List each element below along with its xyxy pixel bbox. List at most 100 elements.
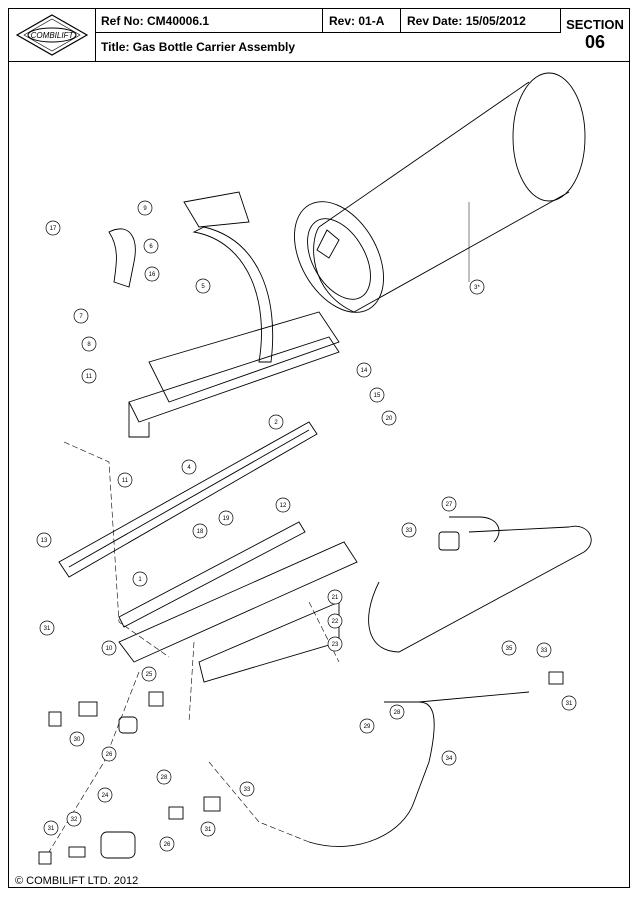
balloon-circle: [81, 368, 97, 384]
balloon-label: 22: [332, 619, 339, 625]
balloon-circle: [97, 787, 113, 803]
balloon-circle: [561, 695, 577, 711]
balloon-circle: [101, 746, 117, 762]
balloon-circle: [239, 781, 255, 797]
balloon-circle: [81, 336, 97, 352]
balloon-label: 5: [201, 284, 205, 290]
section-number: 06: [584, 32, 606, 52]
balloon-circle: [389, 704, 405, 720]
balloon-circle: [66, 811, 82, 827]
balloon-label: 10: [106, 646, 113, 652]
balloon-circle: [39, 620, 55, 636]
balloon-circle: [101, 640, 117, 656]
revision-date: Rev Date: 15/05/2012: [401, 9, 561, 33]
balloon-circle: [36, 532, 52, 548]
leader-lines: [48, 441, 340, 853]
title-block: COMBILIFT Ref No: CM40006.1 Rev: 01-A Re…: [9, 9, 629, 61]
balloon-label: 18: [197, 529, 204, 535]
fittings: [38, 531, 564, 865]
balloon-circle: [536, 642, 552, 658]
svg-text:COMBILIFT: COMBILIFT: [31, 31, 75, 40]
balloon-circle: [359, 718, 375, 734]
copyright: © COMBILIFT LTD. 2012: [15, 875, 138, 887]
balloon-label: 21: [332, 595, 339, 601]
section-label: SECTION: [566, 17, 624, 32]
balloon-label: 32: [71, 817, 78, 823]
drawing-title: Title: Gas Bottle Carrier Assembly: [101, 40, 296, 54]
balloon-label: 25: [146, 672, 153, 678]
balloon-label: 14: [361, 368, 368, 374]
ref-number: Ref No: CM40006.1: [95, 9, 323, 33]
balloon-label: 35: [506, 646, 513, 652]
balloon-label: 28: [161, 775, 168, 781]
balloon-label: 4: [187, 465, 191, 471]
balloon-circle: [117, 472, 133, 488]
balloon-circle: [156, 769, 172, 785]
balloon-label: 28: [394, 710, 401, 716]
balloon-circle: [195, 278, 211, 294]
balloon-circle: [327, 589, 343, 605]
balloon-circle: [356, 362, 372, 378]
balloon-circle: [327, 636, 343, 652]
balloon-label: 31: [44, 626, 51, 632]
section-box: SECTION 06: [561, 9, 629, 61]
drawing-sheet: COMBILIFT Ref No: CM40006.1 Rev: 01-A Re…: [8, 8, 630, 888]
balloon-label: 26: [164, 842, 171, 848]
balloon-label: 19: [223, 516, 230, 522]
balloon-label: 24: [102, 793, 109, 799]
header-divider: [9, 61, 629, 62]
balloon-circle: [268, 414, 284, 430]
gas-hoses: [308, 516, 592, 847]
balloon-label: 27: [446, 502, 453, 508]
balloon-circle: [469, 279, 485, 295]
balloon-label: 9: [143, 206, 147, 212]
revision: Rev: 01-A: [323, 9, 401, 33]
balloon-label: 2: [274, 420, 278, 426]
balloon-label: 33: [541, 648, 548, 654]
balloon-circle: [441, 750, 457, 766]
balloon-label: 7: [79, 314, 83, 320]
balloon-circle: [441, 496, 457, 512]
balloon-circle: [45, 220, 61, 236]
balloon-circle: [144, 266, 160, 282]
balloon-circle: [73, 308, 89, 324]
balloon-label: 20: [386, 416, 393, 422]
balloon-label: 31: [48, 826, 55, 832]
balloon-label: 11: [86, 374, 93, 380]
balloon-circle: [159, 836, 175, 852]
balloon-label: 3*: [474, 285, 480, 291]
balloon-circle: [401, 522, 417, 538]
balloon-label: 13: [41, 538, 48, 544]
carrier-bracket: [108, 191, 340, 438]
balloon-label: 15: [374, 393, 381, 399]
balloon-label: 6: [149, 244, 153, 250]
balloon-label: 17: [50, 226, 57, 232]
balloon-label: 29: [364, 724, 371, 730]
balloon-label: 30: [74, 737, 81, 743]
balloon-label: 33: [244, 787, 251, 793]
balloon-circle: [327, 613, 343, 629]
balloon-circle: [132, 571, 148, 587]
balloon-circle: [381, 410, 397, 426]
balloon-label: 1: [138, 577, 142, 583]
balloon-circle: [141, 666, 157, 682]
balloon-label: 11: [122, 478, 129, 484]
balloon-circle: [275, 497, 291, 513]
balloon-label: 26: [106, 752, 113, 758]
balloon-circle: [181, 459, 197, 475]
balloon-label: 31: [566, 701, 573, 707]
balloon-circle: [143, 238, 159, 254]
balloon-circle: [43, 820, 59, 836]
balloon-label: 33: [406, 528, 413, 534]
balloon-circle: [192, 523, 208, 539]
company-logo: COMBILIFT: [9, 9, 96, 61]
balloon-label: 31: [205, 827, 212, 833]
balloon-circle: [200, 821, 216, 837]
gas-bottle: [294, 72, 586, 313]
balloon-circle: [69, 731, 85, 747]
balloon-label: 23: [332, 642, 339, 648]
balloon-circle: [218, 510, 234, 526]
balloon-label: 16: [149, 272, 156, 278]
